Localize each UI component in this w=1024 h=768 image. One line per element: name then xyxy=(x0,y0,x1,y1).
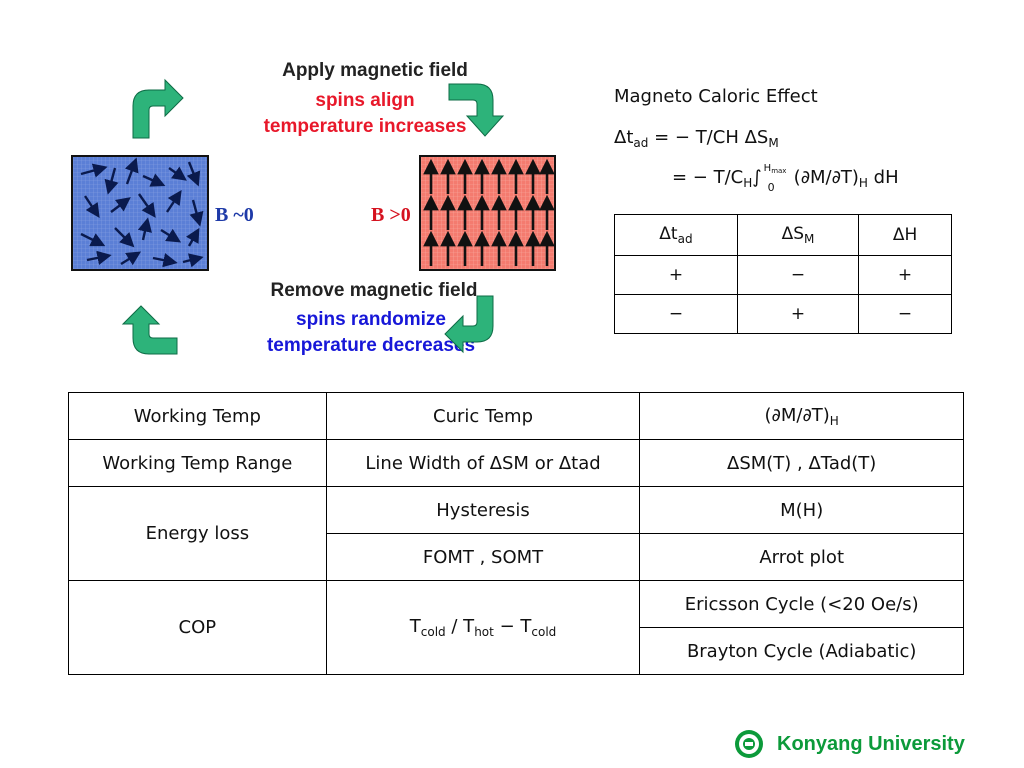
table-row: Working Temp Range Line Width of ΔSM or … xyxy=(68,439,964,487)
table-cell: Tcold / Thot − Tcold xyxy=(325,580,641,675)
spins-align-text: spins align xyxy=(315,90,415,111)
header-delta-t-ad: Δtad xyxy=(614,214,738,256)
random-spins-box xyxy=(71,155,209,271)
eq2-tail: dH xyxy=(867,167,899,188)
header-delta-s-m: ΔSM xyxy=(736,214,860,256)
delta-t-ad-symbol: Δt xyxy=(614,127,634,148)
table-cell: (∂M/∂T)H xyxy=(639,392,964,440)
table-row: COP Tcold / Thot − Tcold Ericsson Cycle … xyxy=(68,580,964,675)
remove-field-title: Remove magnetic field xyxy=(270,280,478,301)
eq1-rhs-sub: M xyxy=(768,136,779,150)
eq2-prefix-sub: H xyxy=(743,176,753,190)
table-cell: + xyxy=(614,255,738,295)
aligned-spins-box xyxy=(419,155,556,271)
magnetocaloric-cycle-figure: Apply magnetic field spins align tempera… xyxy=(57,44,567,379)
integral-limits: Hmax 0 xyxy=(762,163,794,194)
table-cell: − xyxy=(614,294,738,334)
table-cell: + xyxy=(858,255,952,295)
table-cell: Ericsson Cycle (<20 Oe/s) xyxy=(639,580,964,628)
sign-table: Δtad ΔSM ΔH + − + − + − xyxy=(614,214,952,334)
table-cell: Brayton Cycle (Adiabatic) xyxy=(639,627,964,675)
integral-upper-limit: Hmax xyxy=(763,163,787,175)
table-cell: Working Temp xyxy=(68,392,327,440)
table-cell: Arrot plot xyxy=(639,533,964,581)
table-cell: − xyxy=(736,255,860,295)
integral-lower-limit: 0 xyxy=(767,181,775,194)
table-row: Energy loss Hysteresis M(H) xyxy=(68,486,964,581)
table-cell: Working Temp Range xyxy=(68,439,327,487)
temp-increases-text: temperature increases xyxy=(263,116,467,137)
cycle-arrow-bottom-right xyxy=(444,295,494,354)
table-cell: M(H) xyxy=(639,486,964,534)
cycle-arrow-bottom-left xyxy=(121,305,178,355)
spins-randomize-text: spins randomize xyxy=(296,309,446,330)
table-cell: Hysteresis xyxy=(325,486,641,534)
eq2-prefix: = − T/C xyxy=(672,167,744,188)
delta-t-ad-sub: ad xyxy=(633,136,649,150)
cycle-graphics xyxy=(71,78,556,355)
table-cell: Curic Temp xyxy=(325,392,641,440)
table-cell: Energy loss xyxy=(68,486,327,581)
apply-field-title: Apply magnetic field xyxy=(282,60,468,81)
table-cell: FOMT , SOMT xyxy=(325,533,641,581)
eq2-term-sub: H xyxy=(858,176,868,190)
eq2-term: (∂M/∂T) xyxy=(793,167,859,188)
mce-equation-1: Δtad = − T/CH ΔSM xyxy=(614,127,779,150)
table-row: Working Temp Curic Temp (∂M/∂T)H xyxy=(68,392,964,440)
b-positive-label: B >0 xyxy=(371,204,411,226)
mce-title: Magneto Caloric Effect xyxy=(614,86,818,107)
properties-table: Working Temp Curic Temp (∂M/∂T)H Working… xyxy=(68,392,964,675)
table-cell: Line Width of ΔSM or Δtad xyxy=(325,439,641,487)
table-cell: − xyxy=(858,294,952,334)
cycle-arrow-top-left xyxy=(132,78,184,139)
footer: Konyang University xyxy=(733,728,965,760)
table-cell: COP xyxy=(68,580,327,675)
table-row: FOMT , SOMT Arrot plot xyxy=(69,533,964,581)
table-cell: + xyxy=(736,294,860,334)
cycle-arrow-top-right xyxy=(448,83,505,137)
integral-symbol: ∫ xyxy=(752,167,762,188)
table-row: − + − xyxy=(614,294,952,334)
table-cell: ΔSM(T) , ΔTad(T) xyxy=(639,439,964,487)
university-name: Konyang University xyxy=(777,732,965,755)
temp-decreases-text: temperature decreases xyxy=(266,335,476,356)
table-row: + − + xyxy=(614,255,952,295)
university-logo-icon xyxy=(735,730,763,758)
eq1-rhs: = − T/CH ΔS xyxy=(648,127,769,148)
table-row: Brayton Cycle (Adiabatic) xyxy=(69,627,964,675)
sign-table-header: Δtad ΔSM ΔH xyxy=(614,214,952,256)
b-zero-label: B ~0 xyxy=(215,204,254,226)
header-delta-h: ΔH xyxy=(858,214,952,256)
